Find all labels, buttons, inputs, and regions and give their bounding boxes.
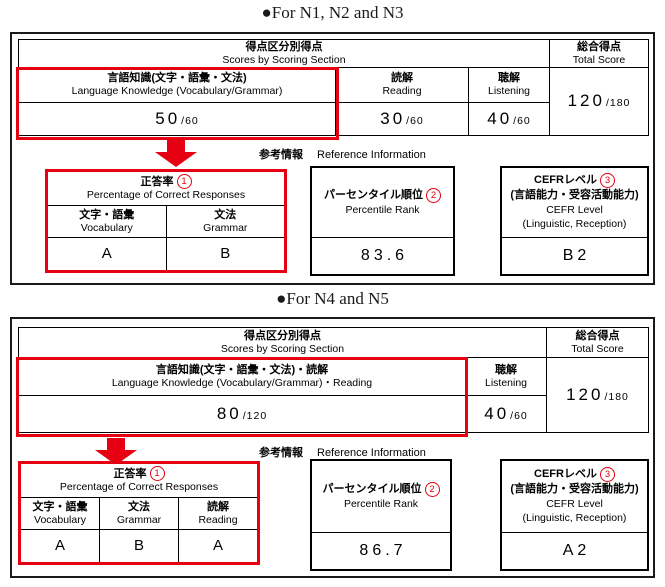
down-arrow-icon	[155, 140, 197, 167]
score-denominator: /60	[510, 409, 528, 422]
grammar-grade: B	[100, 530, 178, 562]
total-score-denominator: /180	[605, 97, 631, 110]
score-denominator: /60	[513, 114, 531, 127]
total-score-value: 120 /180	[550, 68, 648, 135]
cefr-level-value: A2	[562, 542, 591, 559]
percentile-rank-value: 86.7	[359, 542, 407, 559]
score-report-panel-n4-n5: 得点区分別得点 Scores by Scoring Section 総合得点 T…	[10, 317, 655, 578]
total-score-header: 総合得点 Total Score	[550, 40, 648, 67]
scores-by-section-header: 得点区分別得点 Scores by Scoring Section	[19, 40, 549, 67]
section-title-n4-n5: ●For N4 and N5	[276, 289, 389, 308]
score-report-panel-n1-n3: 得点区分別得点 Scores by Scoring Section 総合得点 T…	[10, 32, 655, 285]
score-denominator: /60	[406, 114, 424, 127]
listening-score: 40 /60	[466, 396, 546, 432]
reading-label: 読解 Reading	[179, 498, 257, 529]
total-score-denominator: /180	[604, 390, 629, 403]
cefr-level-value: B2	[562, 247, 591, 264]
scores-by-section-header: 得点区分別得点 Scores by Scoring Section	[19, 328, 546, 357]
percentile-rank-value: 83.6	[360, 247, 409, 264]
grammar-label: 文法 Grammar	[166, 206, 284, 237]
circled-number-3-icon: 3	[599, 173, 615, 189]
vocabulary-label: 文字・語彙 Vocabulary	[21, 498, 99, 529]
score-denominator: /120	[242, 409, 268, 422]
score-denominator: /60	[181, 114, 199, 127]
reading-label: 読解 Reading	[336, 68, 468, 102]
grammar-label: 文法 Grammar	[100, 498, 178, 529]
circled-number-3-icon: 3	[599, 467, 615, 483]
vocabulary-grade: A	[21, 530, 99, 562]
vocabulary-grade: A	[48, 238, 166, 270]
listening-label: 聴解 Listening	[466, 358, 546, 395]
vocabulary-label: 文字・語彙 Vocabulary	[48, 206, 166, 237]
down-arrow-icon	[95, 438, 137, 465]
language-knowledge-reading-label: 言語知識(文字・語彙・文法)・読解 Language Knowledge (Vo…	[19, 358, 465, 395]
reading-score: 30 /60	[336, 103, 468, 135]
circled-number-1-icon: 1	[149, 466, 165, 482]
score-table: 得点区分別得点 Scores by Scoring Section 総合得点 T…	[16, 327, 649, 437]
circled-number-2-icon: 2	[426, 187, 441, 203]
grammar-grade: B	[166, 238, 284, 270]
listening-score: 40 /60	[469, 103, 549, 135]
total-score-header: 総合得点 Total Score	[547, 328, 648, 357]
language-knowledge-score: 50 /60	[19, 103, 335, 135]
section-title-n1-n2-n3: ●For N1, N2 and N3	[261, 3, 404, 22]
listening-label: 聴解 Listening	[469, 68, 549, 102]
circled-number-2-icon: 2	[424, 481, 440, 497]
language-knowledge-reading-score: 80 /120	[19, 396, 465, 432]
score-table: 得点区分別得点 Scores by Scoring Section 総合得点 T…	[16, 39, 649, 140]
total-score-value: 120 /180	[547, 358, 648, 432]
language-knowledge-label: 言語知識(文字・語彙・文法) Language Knowledge (Vocab…	[19, 68, 335, 102]
reading-grade: A	[179, 530, 257, 562]
circled-number-1-icon: 1	[176, 174, 192, 190]
